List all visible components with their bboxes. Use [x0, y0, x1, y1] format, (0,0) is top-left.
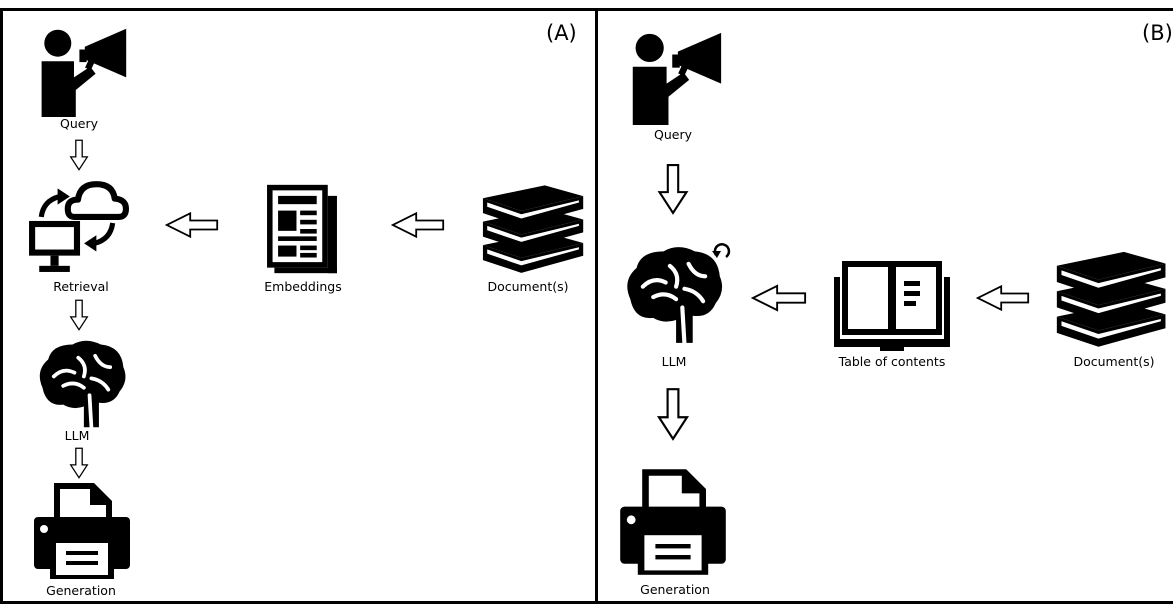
printer-icon	[612, 467, 734, 577]
printer-icon	[27, 481, 137, 581]
arrow-left-icon	[751, 283, 807, 313]
panel-b: (B) Query LLM Generation Table of conten…	[595, 8, 1173, 604]
brain-icon	[31, 337, 133, 431]
cloud-computer-sync-icon	[27, 171, 129, 275]
documents-label: Document(s)	[1073, 354, 1155, 369]
refresh-arrow-icon	[712, 243, 731, 259]
query-label: Query	[60, 116, 98, 131]
arrow-down-icon	[67, 139, 91, 171]
arrow-left-icon	[165, 211, 219, 239]
arrow-left-icon	[976, 283, 1030, 313]
book-stack-icon	[1050, 245, 1170, 349]
documents-label: Document(s)	[487, 279, 569, 294]
panel-a: (A) Query Retrieval LLM Generation Embed…	[0, 8, 598, 604]
generation-label: Generation	[46, 583, 116, 598]
newspaper-icon	[261, 183, 343, 275]
arrow-down-icon	[655, 163, 691, 215]
arrow-down-icon	[67, 299, 91, 331]
retrieval-label: Retrieval	[53, 279, 109, 294]
book-stack-icon	[477, 179, 587, 275]
open-book-icon	[830, 255, 954, 355]
generation-label: Generation	[640, 582, 710, 597]
megaphone-person-icon	[628, 31, 724, 125]
arrow-down-icon	[67, 447, 91, 479]
panel-a-label: (A)	[546, 21, 577, 45]
query-label: Query	[654, 127, 692, 142]
llm-label: LLM	[661, 354, 687, 369]
llm-label: LLM	[64, 428, 90, 443]
arrow-left-icon	[391, 211, 445, 239]
arrow-down-icon	[655, 387, 691, 441]
panel-b-label: (B)	[1142, 21, 1173, 45]
table-of-contents-label: Table of contents	[838, 354, 946, 369]
megaphone-person-icon	[36, 27, 130, 117]
embeddings-label: Embeddings	[264, 279, 342, 294]
